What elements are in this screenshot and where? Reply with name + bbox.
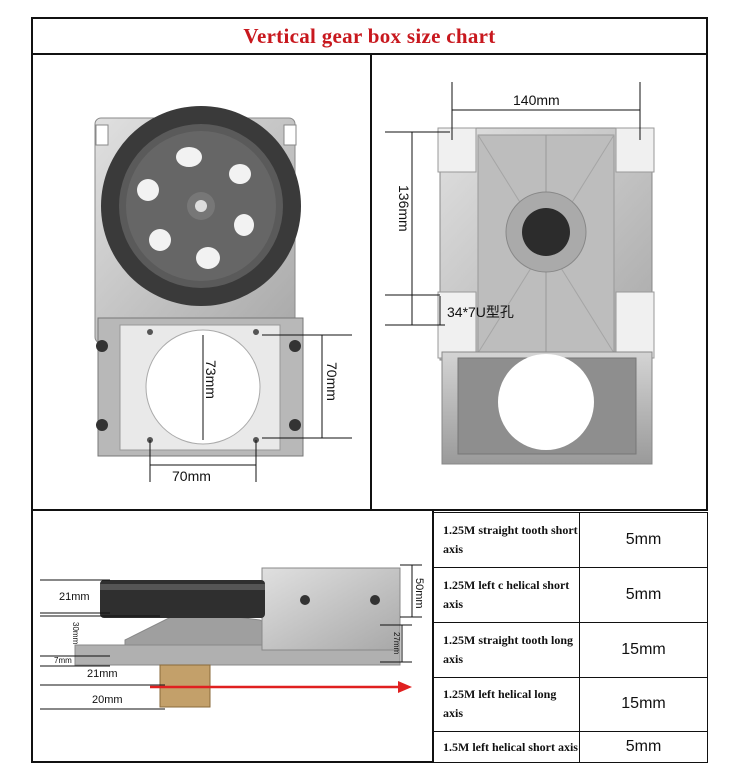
spec-name: 1.25M left с helical short axis	[432, 566, 580, 623]
left-plate-height-label: 70mm	[324, 362, 340, 401]
shaft-length-label: 20mm	[92, 694, 123, 706]
side-dimension-lines	[40, 564, 422, 710]
spec-name: 1.25M straight tooth short axis	[432, 512, 580, 568]
gear-thickness-label: 21mm	[59, 591, 90, 603]
body-height-label: 30mm	[71, 622, 80, 645]
red-arrow	[150, 681, 412, 693]
spec-table: 1.25M straight tooth short axis 5mm 1.25…	[432, 512, 708, 763]
shaft-offset-label: 21mm	[87, 668, 118, 680]
spec-name: 1.25M left helical long axis	[432, 676, 580, 733]
slot-label: 34*7U型孔	[447, 304, 514, 320]
right-dimension-lines	[385, 82, 641, 326]
spec-value: 15mm	[579, 676, 708, 733]
table-row: 1.25M left helical long axis 15mm	[432, 676, 708, 733]
gearbox-front-photo	[94, 106, 304, 457]
table-row: 1.5M left helical short axis 5mm	[432, 731, 708, 763]
base-label: 7mm	[54, 656, 72, 665]
gearbox-back-photo	[437, 127, 655, 465]
spec-value: 5mm	[579, 731, 708, 763]
right-height-label: 136mm	[396, 185, 412, 232]
spec-value: 5mm	[579, 566, 708, 623]
spec-value: 15mm	[579, 621, 708, 678]
spec-name: 1.25M straight tooth long axis	[432, 621, 580, 678]
table-row: 1.25M straight tooth long axis 15mm	[432, 621, 708, 678]
table-row: 1.25M straight tooth short axis 5mm	[432, 512, 708, 568]
spec-name: 1.5M left helical short axis	[432, 731, 580, 763]
spec-value: 5mm	[579, 512, 708, 568]
page-title: Vertical gear box size chart	[243, 23, 496, 48]
left-hole-height-label: 73mm	[203, 360, 219, 399]
left-width-label: 70mm	[172, 468, 211, 484]
top-height-label: 50mm	[413, 578, 425, 609]
right-width-label: 140mm	[513, 92, 560, 108]
left-dimension-lines	[149, 334, 352, 482]
table-row: 1.25M left с helical short axis 5mm	[432, 566, 708, 623]
mid-height-label: 27mm	[392, 632, 401, 655]
